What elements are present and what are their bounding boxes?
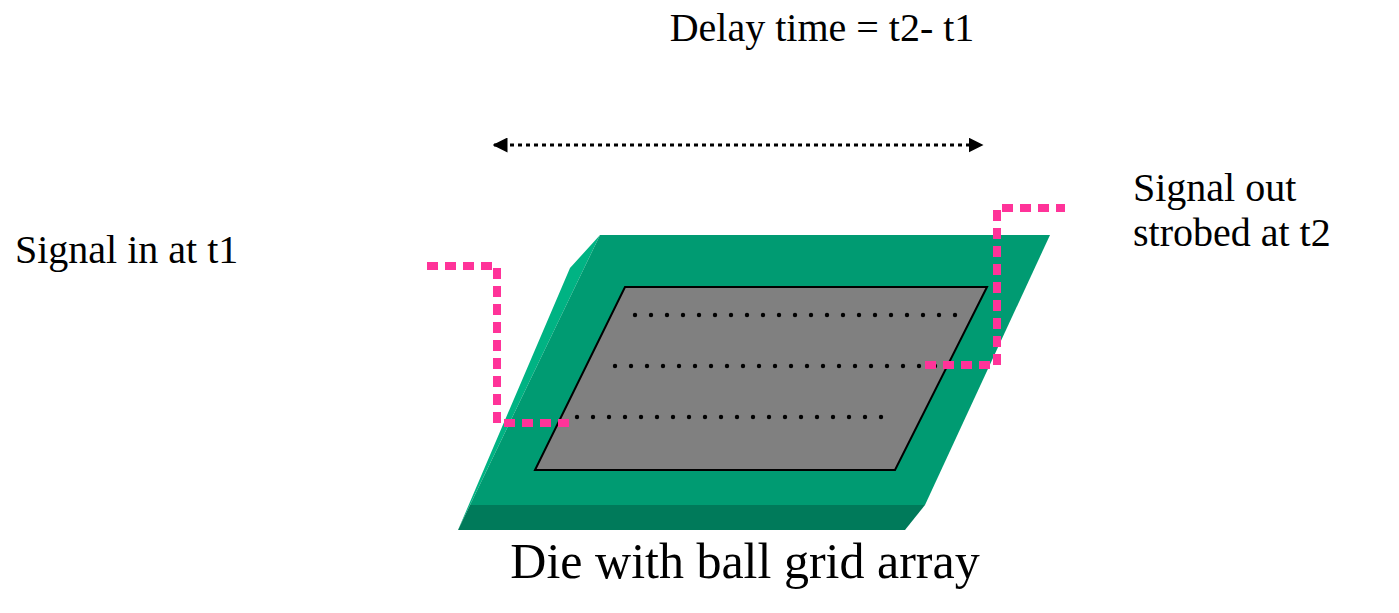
solder-ball	[953, 313, 957, 317]
delay-arrow	[494, 144, 982, 147]
solder-ball	[853, 364, 857, 368]
delay-time-label: Delay time = t2- t1	[670, 6, 975, 51]
solder-ball	[629, 364, 633, 368]
solder-ball	[777, 313, 781, 317]
solder-ball	[873, 313, 877, 317]
solder-ball	[761, 313, 765, 317]
solder-ball	[789, 364, 793, 368]
solder-ball	[703, 415, 707, 419]
solder-ball	[815, 415, 819, 419]
solder-ball	[725, 364, 729, 368]
solder-ball	[757, 364, 761, 368]
solder-ball	[633, 313, 637, 317]
solder-ball	[713, 313, 717, 317]
solder-ball	[863, 415, 867, 419]
solder-ball	[831, 415, 835, 419]
solder-ball	[677, 364, 681, 368]
solder-ball	[613, 364, 617, 368]
solder-ball	[575, 415, 579, 419]
solder-ball	[783, 415, 787, 419]
solder-ball	[767, 415, 771, 419]
die-label: Die with ball grid array	[510, 533, 979, 589]
die-chip	[535, 287, 987, 470]
solder-ball	[697, 313, 701, 317]
board-front	[458, 505, 925, 530]
signal-in-label: Signal in at t1	[15, 228, 238, 273]
solder-ball	[937, 313, 941, 317]
solder-ball	[825, 313, 829, 317]
solder-ball	[821, 364, 825, 368]
solder-ball	[885, 364, 889, 368]
solder-ball	[793, 313, 797, 317]
signal-out-path	[925, 208, 1065, 365]
solder-ball	[719, 415, 723, 419]
solder-ball	[649, 313, 653, 317]
solder-ball	[693, 364, 697, 368]
solder-ball	[729, 313, 733, 317]
solder-ball	[773, 364, 777, 368]
solder-ball	[841, 313, 845, 317]
signal-out-label: Signal out strobed at t2	[1133, 166, 1395, 256]
solder-ball	[661, 364, 665, 368]
solder-ball	[741, 364, 745, 368]
solder-ball	[709, 364, 713, 368]
solder-ball	[921, 313, 925, 317]
solder-ball	[645, 364, 649, 368]
solder-ball	[847, 415, 851, 419]
solder-ball	[905, 313, 909, 317]
solder-ball	[665, 313, 669, 317]
solder-ball	[879, 415, 883, 419]
solder-ball	[837, 364, 841, 368]
solder-ball	[607, 415, 611, 419]
solder-ball	[805, 364, 809, 368]
solder-ball	[901, 364, 905, 368]
solder-ball	[799, 415, 803, 419]
solder-ball	[639, 415, 643, 419]
solder-ball	[745, 313, 749, 317]
solder-ball	[809, 313, 813, 317]
solder-ball	[869, 364, 873, 368]
solder-ball	[671, 415, 675, 419]
solder-ball	[655, 415, 659, 419]
solder-ball	[681, 313, 685, 317]
solder-ball	[735, 415, 739, 419]
board-top	[470, 235, 1050, 505]
solder-ball	[687, 415, 691, 419]
solder-ball	[751, 415, 755, 419]
solder-ball	[917, 364, 921, 368]
solder-ball	[623, 415, 627, 419]
solder-ball	[889, 313, 893, 317]
ball-grid	[575, 313, 957, 419]
signal-in-path	[427, 266, 570, 423]
solder-ball	[857, 313, 861, 317]
solder-ball	[591, 415, 595, 419]
